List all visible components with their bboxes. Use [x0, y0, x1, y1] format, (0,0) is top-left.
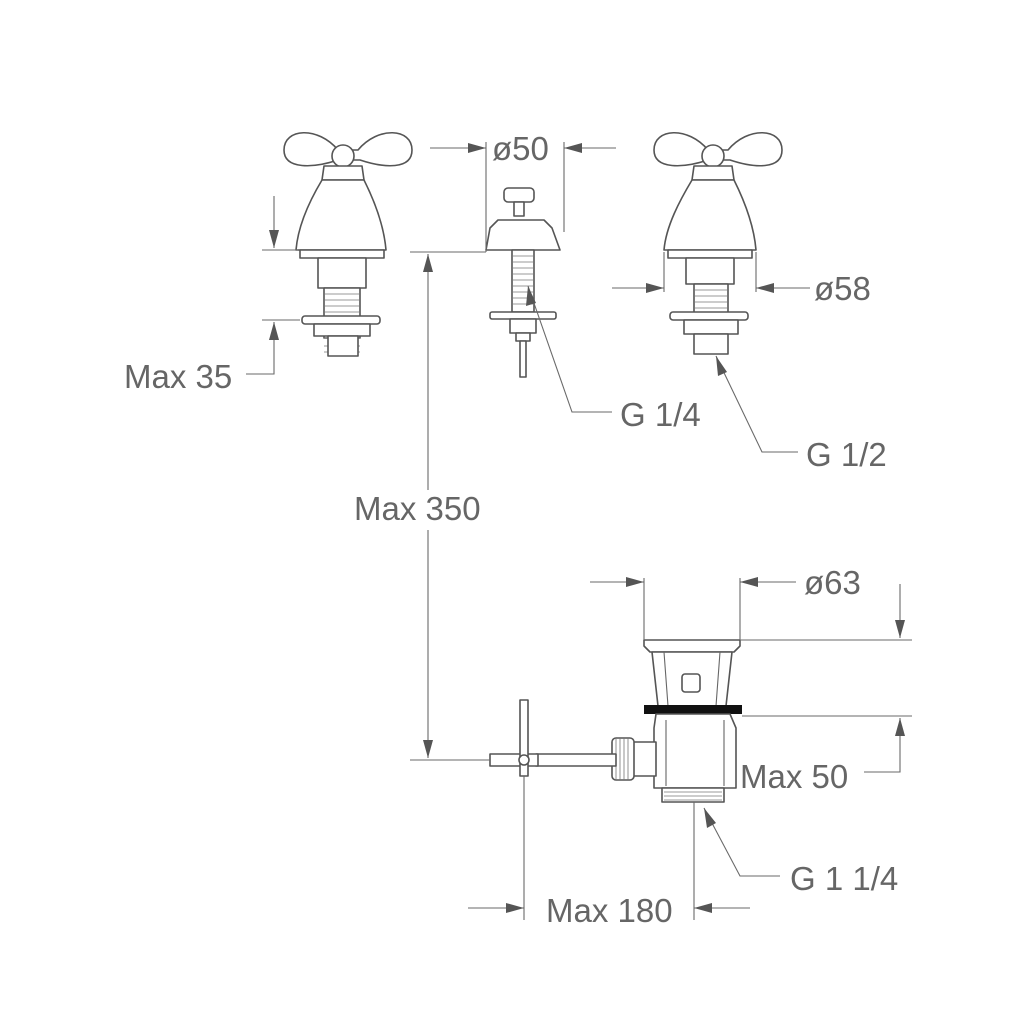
thread-g-quarter-label: G 1/4	[620, 396, 701, 433]
max-50-label: Max 50	[740, 758, 848, 795]
max-350-label: Max 350	[354, 490, 481, 527]
max-35-label: Max 35	[124, 358, 232, 395]
dimension-lines	[246, 142, 912, 920]
thread-g-1-1-4-label: G 1 1/4	[790, 860, 898, 897]
centre-pop-up-control	[485, 187, 561, 378]
right-cross-tap	[653, 131, 783, 355]
max-180-label: Max 180	[546, 892, 673, 929]
left-cross-tap	[283, 131, 413, 357]
diameter-63-label: ø63	[804, 564, 861, 601]
thread-g-half-label: G 1/2	[806, 436, 887, 473]
diameter-50-label: ø50	[492, 130, 549, 167]
pop-up-waste	[489, 639, 742, 803]
diameter-58-label: ø58	[814, 270, 871, 307]
